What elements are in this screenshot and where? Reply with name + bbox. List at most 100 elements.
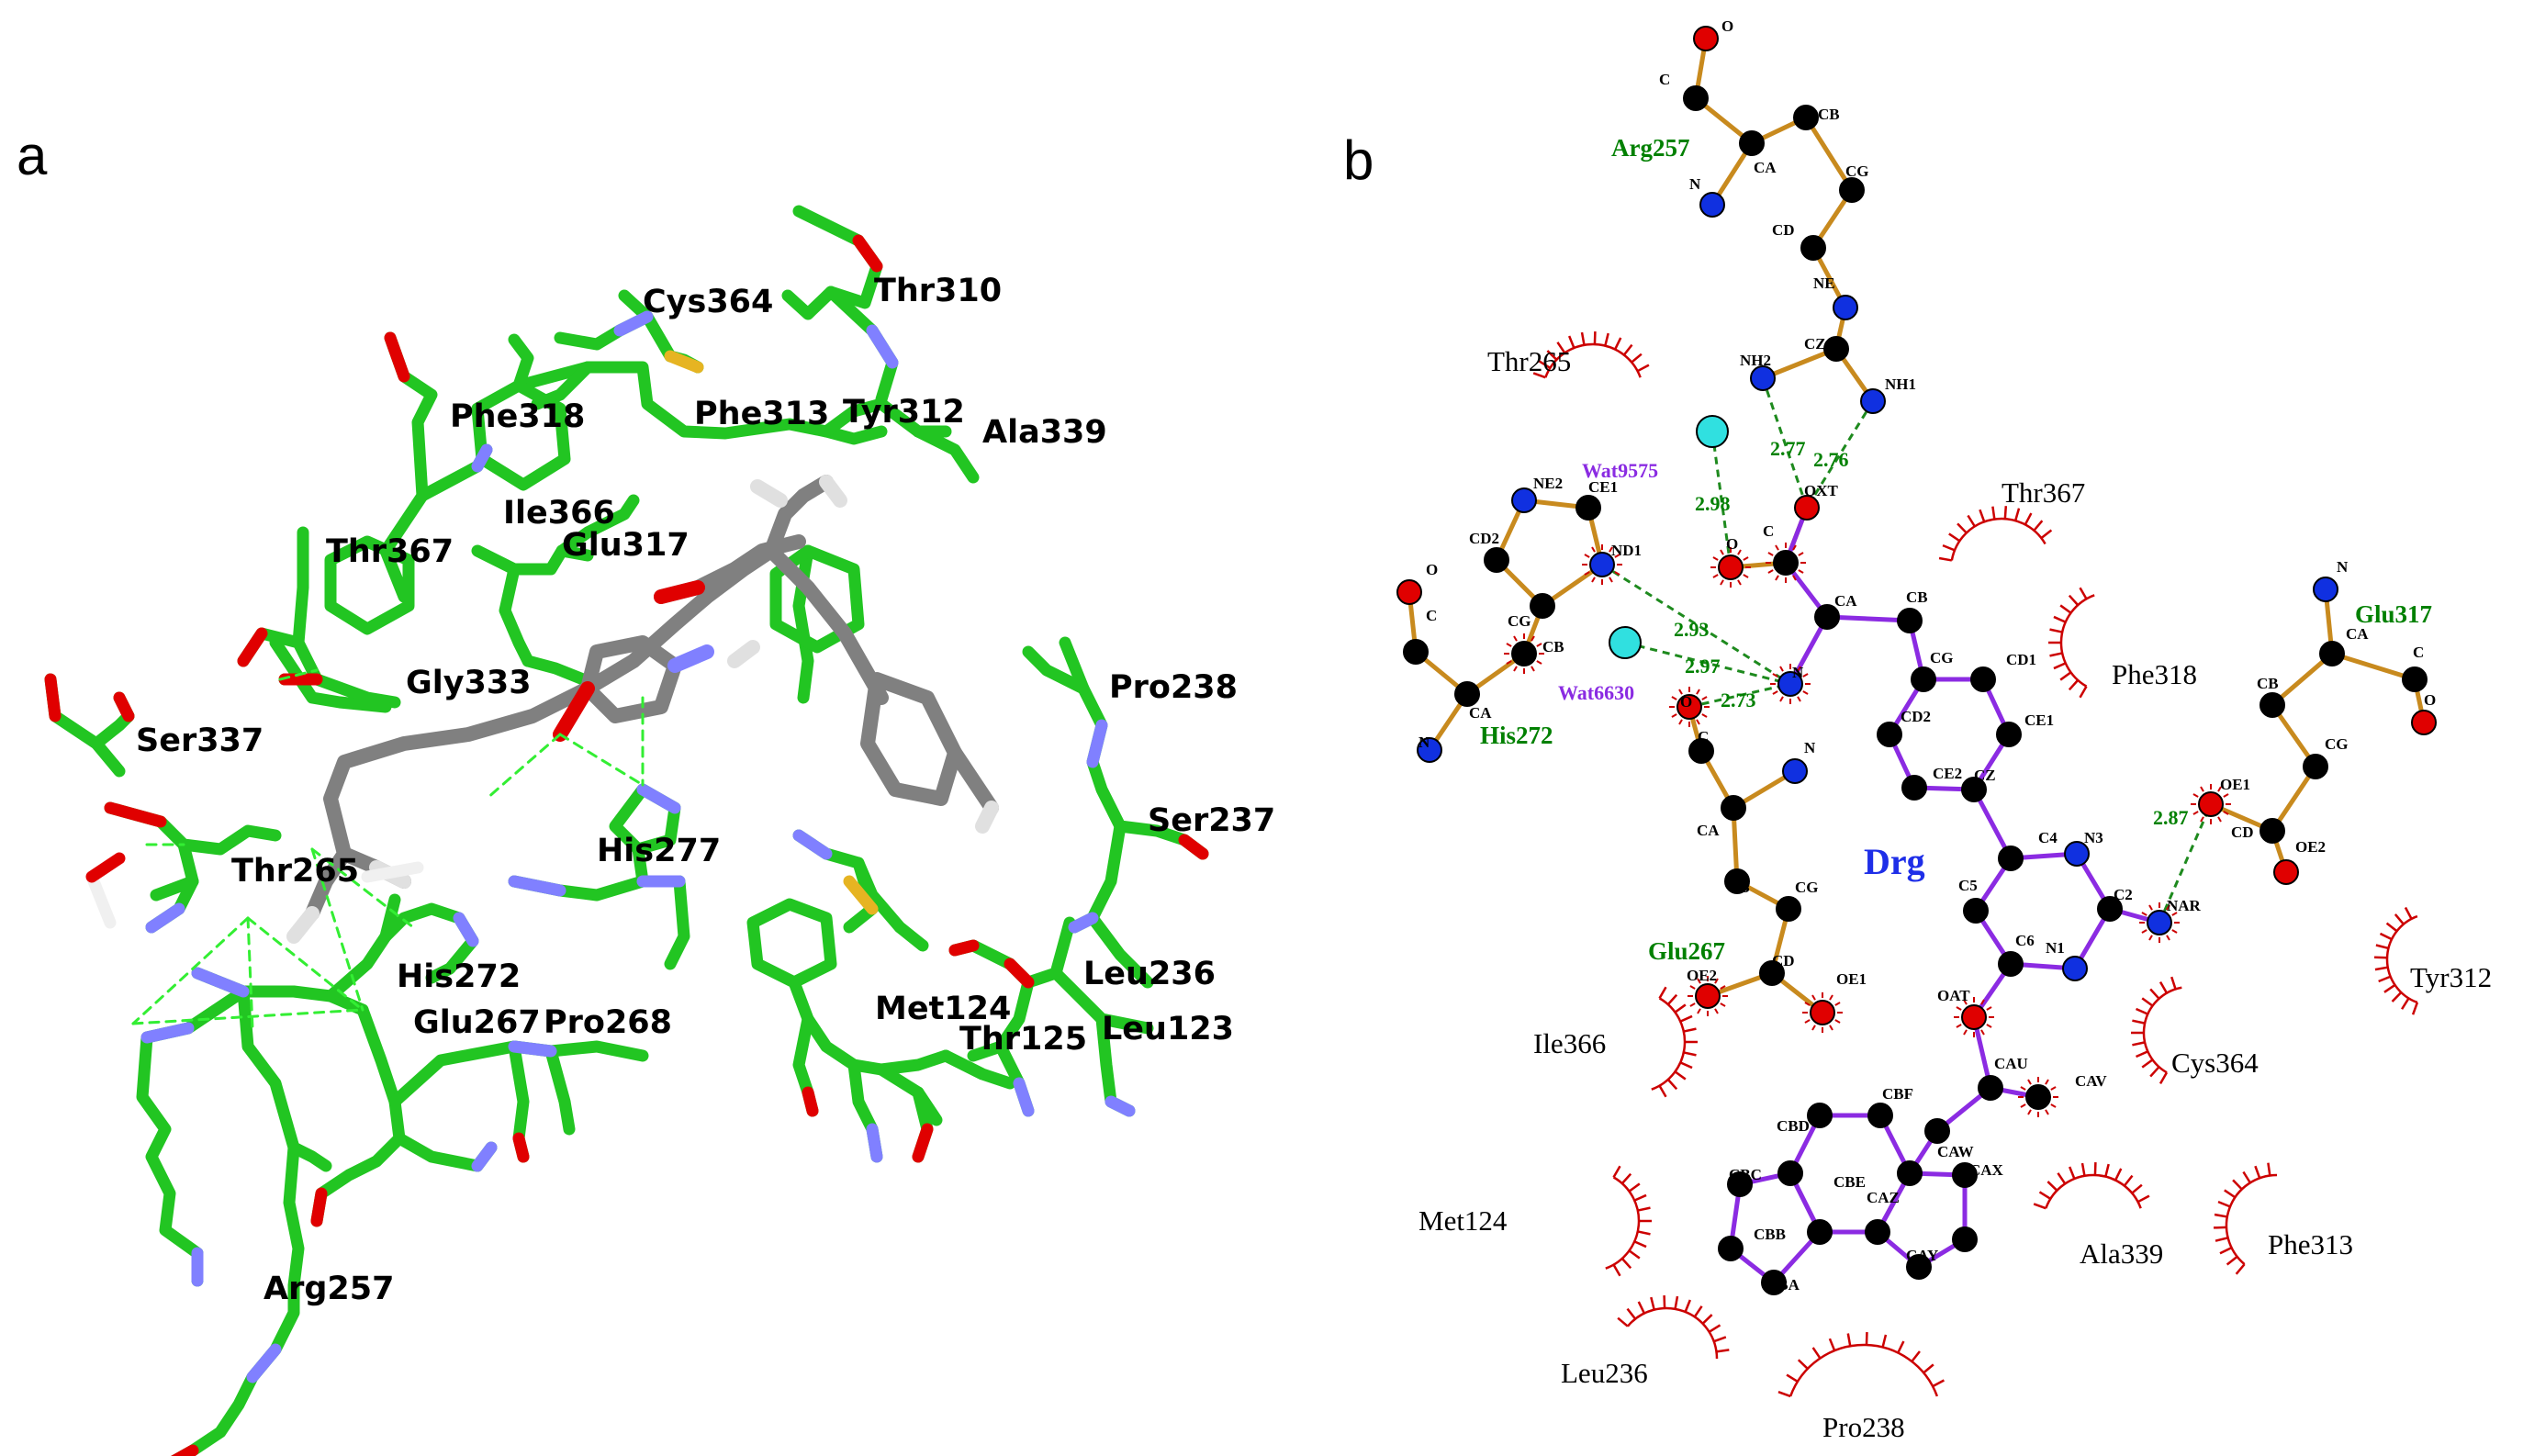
hydrophobic-arc-tick [2217,1200,2231,1208]
contact-tick [1609,546,1613,553]
residue-label-3d: Gly333 [406,665,532,701]
contact-tick [1720,579,1724,586]
hydrophobic-residue-name: Ile366 [1533,1027,1606,1059]
hydrophobic-arc-tick [2379,932,2393,941]
hydrophobic-arc-tick [1622,343,1633,356]
contact-tick [2050,1086,2057,1091]
contact-tick [1678,689,1683,695]
hydrophobic-arc-tick [2267,1162,2271,1176]
contact-tick [2192,811,2199,815]
contact-tick [1986,1006,1992,1011]
hydrophobic-arc [2045,1173,2142,1209]
residue-label-3d: Ser337 [136,722,264,759]
hydrophobic-arc-tick [2040,529,2053,540]
hydrophobic-arc-tick [1674,1070,1687,1081]
residue-label-3d: His272 [397,958,521,995]
hydrophobic-arc-tick [2232,1179,2243,1191]
atom-label: O [1726,535,1738,553]
residue-label-3d: Glu267 [413,1004,541,1041]
contact-tick [2141,912,2147,916]
hydrophobic-arc-tick [1620,1258,1632,1270]
hydrophobic-arc-tick [1633,1193,1647,1202]
contact-tick [1513,635,1518,642]
hydrophobic-arc-tick [2219,1246,2233,1255]
panel-b-ligplot: OCCBCANCGCDNECZNH2NH1OXTOCCACBNE2CE1CD2N… [1396,17,2492,1443]
hydrophobic-arc [1950,517,2046,561]
contact-tick [2217,786,2222,792]
contact-tick [2171,912,2178,916]
hydrophobic-arc-tick [1967,514,1976,528]
hbond-lines [1601,377,2213,924]
contact-tick [1986,1024,1992,1028]
hbond-distance: 2.87 [2153,806,2189,829]
hydrophobic-arc-tick [1708,1324,1721,1333]
atom-label: CG [1508,612,1531,630]
hydrophobic-arc-tick [2003,506,2008,520]
hydrophobic-arc-tick [1532,372,1546,379]
atom-label: CE1 [1588,478,1618,496]
atom-label: O [2424,691,2436,709]
hydrophobic-arc-tick [1713,1336,1727,1343]
hydrophobic-arc-tick [1633,1240,1647,1249]
atom-label: CA [1754,159,1777,176]
hydrophobic-arc-tick [1666,993,1678,1005]
hydrophobic-arc-tick [2149,1066,2160,1078]
atoms [1396,26,2437,1295]
hydrophobic-arc-tick [1991,506,1996,520]
hydrophobic-residue-name: Phe318 [2112,658,2197,690]
hbond-distance: 2.98 [1695,492,1731,515]
contact-tick [2223,793,2229,798]
contact-tick [1671,696,1677,700]
hydrophobic-arc-tick [2235,1263,2246,1275]
contact-tick [1956,1024,1962,1028]
hydrophobic-arc-tick [1679,1014,1693,1023]
contact-tick [2027,1109,2032,1115]
panel-a-hbonds [131,668,645,1030]
hydrophobic-arc [1626,1306,1719,1360]
contact-tick [1720,549,1724,555]
hydrophobic-arc-tick [1658,986,1667,999]
residue-label-3d: Thr310 [874,273,1002,309]
hydrophobic-arc-tick [2132,1019,2146,1025]
hydrophobic-arc-tick [1683,1027,1697,1033]
atom-label: CZ [1804,335,1826,353]
hbond-residue-name: His272 [1480,722,1553,749]
hydrophobic-residue-name: Met124 [1418,1204,1508,1237]
contact-tick [1696,689,1700,695]
hydrophobic-arc-tick [2024,512,2033,526]
contact-tick [2200,816,2204,823]
atom-label: CAU [1994,1055,2028,1072]
contact-tick [1767,552,1774,556]
hbond-residue-name: Glu267 [1648,937,1725,965]
hydrophobic-arc-tick [2170,976,2177,990]
ligand-sticks [305,475,999,921]
hydrophobic-arc [2059,594,2095,688]
hydrophobic-arc-tick [1897,1340,1905,1354]
atom-label: CBD [1777,1117,1810,1135]
atom-label: N [1792,664,1804,681]
hydrophobic-arc-tick [2068,594,2080,606]
hydrophobic-arc-tick [2136,1007,2148,1015]
residue-label-3d: Glu317 [562,527,690,564]
atom-label: C [1763,522,1774,540]
hydrophobic-arc-tick [2049,628,2063,633]
contact-tick [1714,1008,1719,1014]
hydrophobic-arc-tick [1631,353,1643,364]
atom-label: NH1 [1885,375,1916,393]
contact-tick [1811,994,1816,1001]
hydrophobic-arc-tick [1637,1230,1651,1236]
atom-label: C [1426,607,1437,624]
contact-tick [1834,1019,1841,1024]
hydrophobic-arc-tick [1923,1363,1934,1374]
contact-tick [1798,569,1804,574]
hydrophobic-arc-tick [1957,522,1968,534]
atom-label: OE1 [2220,776,2250,793]
contact-tick [2192,793,2199,798]
hydrophobic-arc [2142,986,2182,1074]
residue-label-3d: Phe313 [694,396,829,432]
contact-tick [1963,1029,1968,1036]
contact-tick [1829,1025,1833,1031]
